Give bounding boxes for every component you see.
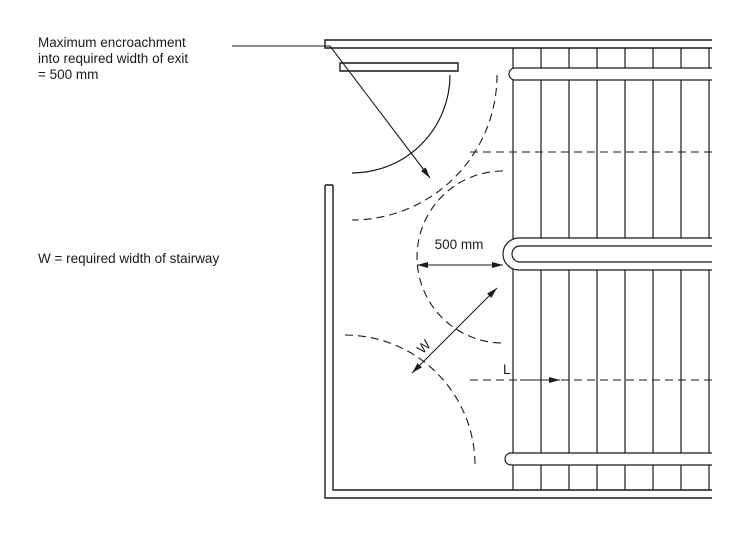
dimension-500mm-label: 500 mm (435, 237, 484, 252)
door-jamb-wall (339, 62, 459, 72)
door-swing (351, 74, 498, 221)
walls (324, 39, 712, 499)
top-flight-handrail (508, 67, 712, 81)
dimension-w-arrow (411, 287, 498, 374)
encroachment-note-line1: Maximum encroachment (38, 35, 186, 50)
bottom-flight-handrail (504, 452, 712, 466)
dimension-arrows (232, 45, 560, 383)
encroachment-leader-arrow (232, 45, 431, 179)
handrails (502, 67, 712, 466)
newel-clearance-arc (416, 170, 504, 344)
door-swing-dashed-arc (351, 74, 498, 221)
encroachment-note-line3: = 500 mm (38, 67, 98, 82)
lower-landing-swing-arc (344, 334, 476, 466)
left-and-bottom-wall (324, 184, 712, 499)
dashed-lines (344, 151, 712, 466)
labels: Maximum encroachment into required width… (38, 35, 511, 377)
encroachment-note-line2: into required width of exit (38, 51, 188, 66)
length-l-label: L (503, 362, 511, 377)
width-legend: W = required width of stairway (38, 251, 219, 266)
door-leaf-swing-arc (351, 74, 451, 174)
top-wall (324, 39, 712, 49)
middle-handrail-inner (511, 245, 712, 263)
